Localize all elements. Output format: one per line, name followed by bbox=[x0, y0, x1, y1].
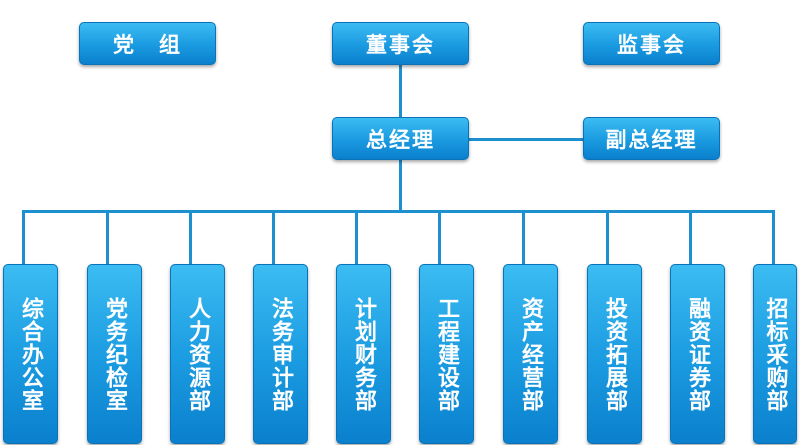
deputy-general-manager-box: 副总经理 bbox=[583, 117, 720, 160]
drop-line bbox=[606, 210, 609, 266]
department-box: 综合办公室 bbox=[3, 264, 58, 444]
department-box: 资产经营部 bbox=[503, 264, 558, 444]
drop-line bbox=[438, 210, 441, 266]
department-box: 党务纪检室 bbox=[87, 264, 142, 444]
general-manager-box: 总经理 bbox=[332, 117, 469, 160]
drop-line bbox=[22, 210, 25, 266]
department-box: 人力资源部 bbox=[170, 264, 225, 444]
department-box: 计划财务部 bbox=[336, 264, 391, 444]
connector-board-to-gm bbox=[399, 64, 402, 117]
board-of-directors-box: 董事会 bbox=[332, 22, 469, 65]
department-box: 工程建设部 bbox=[419, 264, 474, 444]
drop-line bbox=[522, 210, 525, 266]
drop-line bbox=[772, 210, 775, 266]
board-of-supervisors-box: 监事会 bbox=[583, 22, 720, 65]
department-box: 融资证券部 bbox=[670, 264, 725, 444]
drop-line bbox=[106, 210, 109, 266]
connector-gm-to-bus bbox=[399, 159, 402, 211]
department-box: 投资拓展部 bbox=[587, 264, 642, 444]
party-group-box: 党 组 bbox=[79, 22, 216, 65]
drop-line bbox=[355, 210, 358, 266]
drop-line bbox=[689, 210, 692, 266]
connector-gm-to-deputy bbox=[468, 138, 584, 141]
drop-line bbox=[189, 210, 192, 266]
drop-line bbox=[272, 210, 275, 266]
department-bus-line bbox=[22, 210, 775, 213]
department-box: 法务审计部 bbox=[253, 264, 308, 444]
department-box: 招标采购部 bbox=[753, 264, 797, 444]
